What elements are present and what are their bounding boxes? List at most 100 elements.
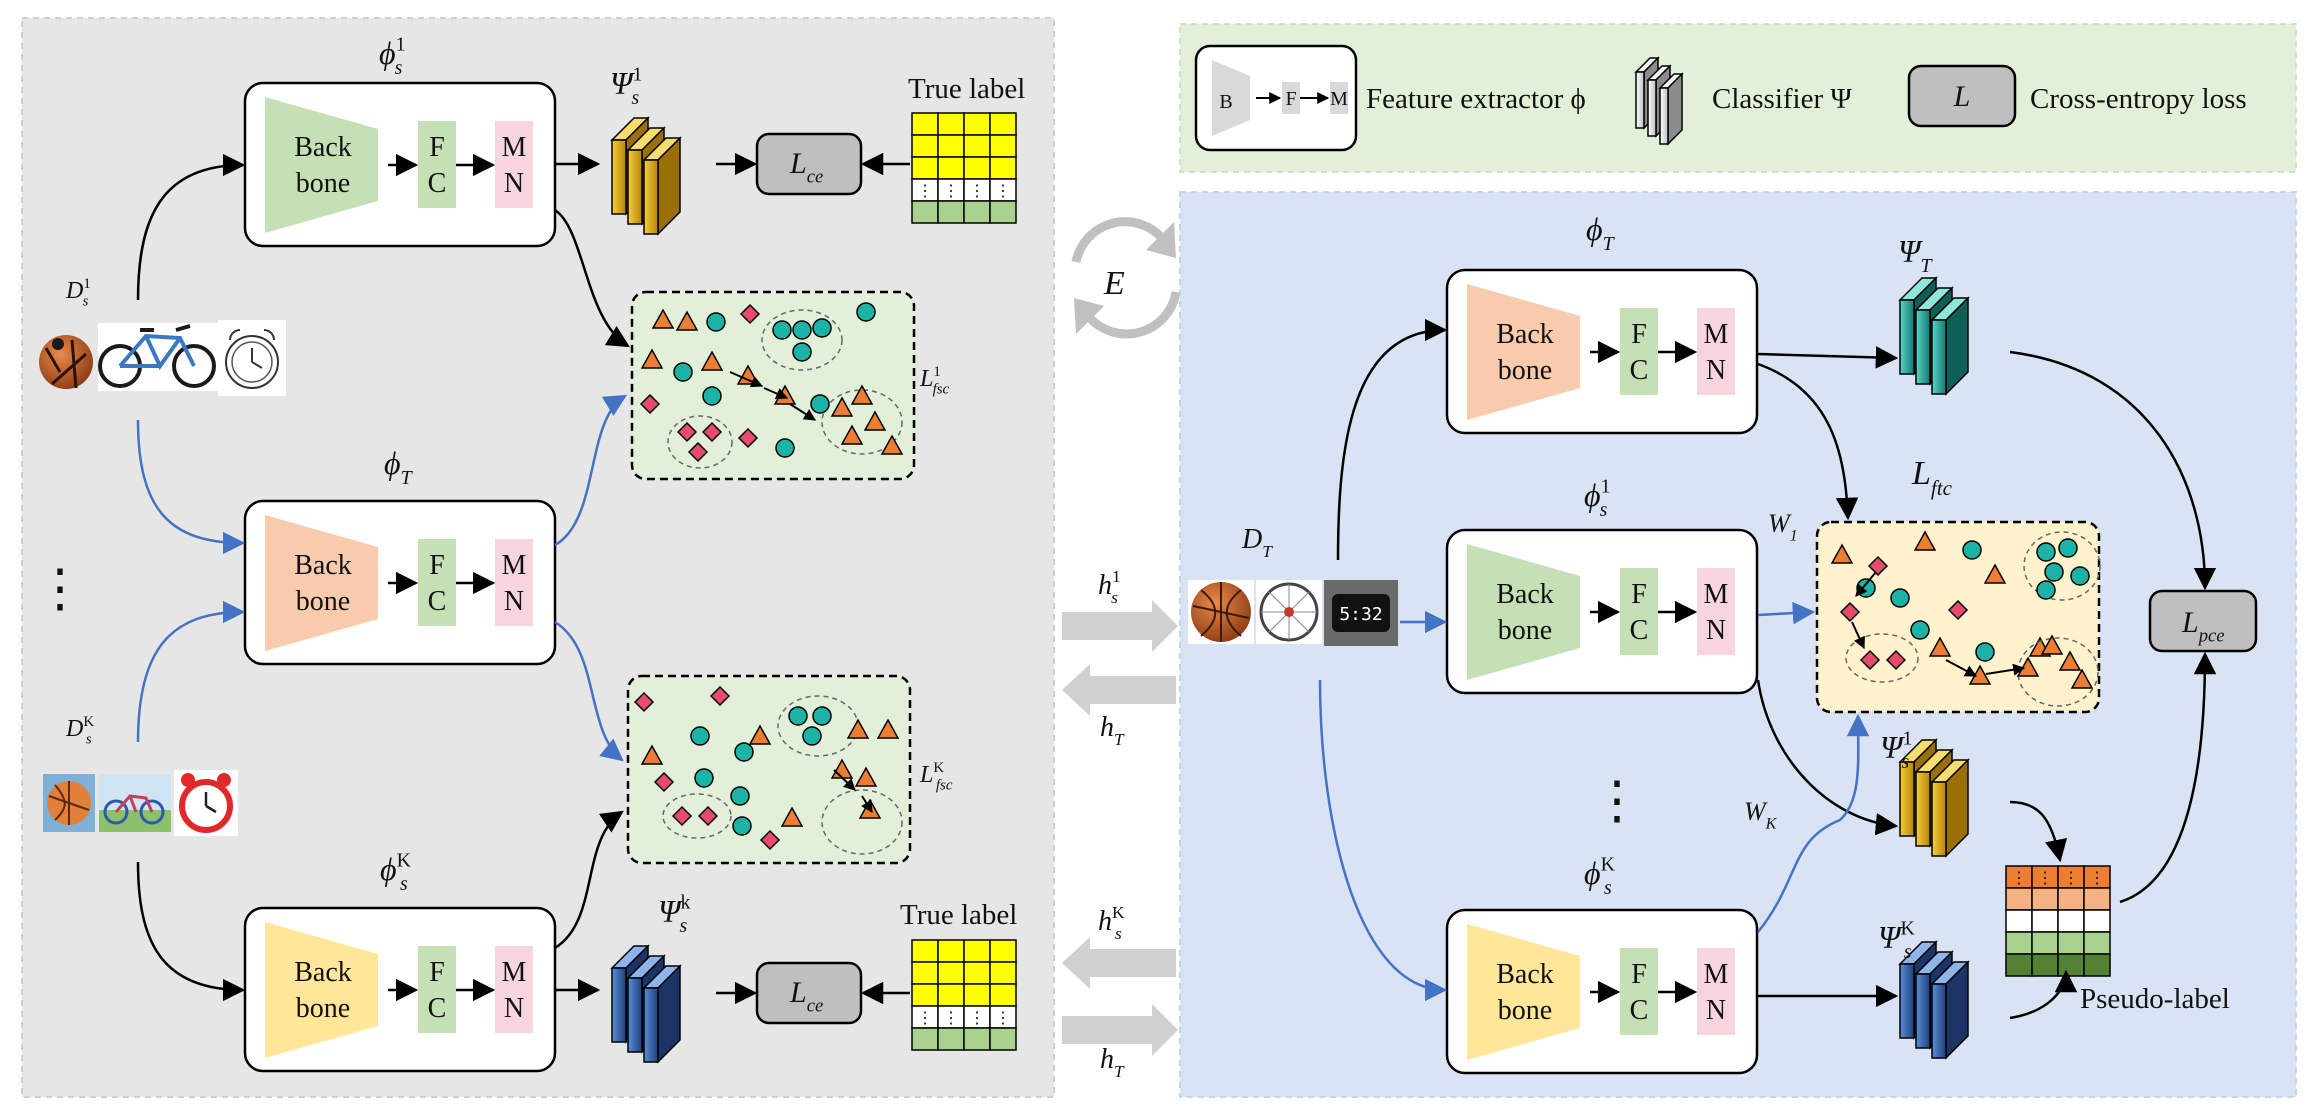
table-cell [937,112,965,136]
h-arrows [1062,600,1178,1056]
arrow-hs1-right [1062,600,1178,652]
label-psi-sk-left-sup: k [681,892,691,914]
label-ht: hT [1100,712,1125,749]
feature-circle [792,342,812,362]
feature-triangle [854,766,878,787]
table-dots: ⋮ [969,1010,985,1027]
feature-circle [812,706,832,726]
cluster-ellipse [821,789,903,855]
label-lfsc-1-sup: 1 [933,364,940,380]
label-phi-s1-left-sup: 1 [396,34,406,56]
label-ds1-base: D [65,278,83,304]
right-source-k-fc-label-1: F [1631,959,1647,990]
left-source-k-mn-label-1: M [502,957,527,988]
feature-diamond [739,303,761,325]
lpce-box [2148,589,2258,653]
label-phi-sk-right-sup: K [1601,854,1616,876]
feature-triangle [2070,668,2094,689]
arrow-psisk-to-pseudo [2009,969,2078,1020]
left-block-target [245,501,555,664]
table-cell [2083,931,2111,955]
feature-triangle [675,310,699,331]
cluster-ellipse [662,793,732,839]
feature-circle [775,438,795,458]
table-dots: ⋮ [917,183,933,200]
feature-circle [2044,562,2064,582]
table-cell [989,200,1017,224]
feature-triangle [2040,634,2064,655]
feature-diamond [1867,555,1889,577]
feature-circle [2070,566,2090,586]
feature-circle [772,320,792,340]
label-phi-t-left-sub: T [401,467,414,489]
table-cell [2057,931,2085,955]
feature-arrow [763,387,789,400]
table-cell [911,200,939,224]
table-cell [911,156,939,180]
feature-arrow [1855,571,1877,597]
backbone-shape [1467,544,1580,680]
clock-display-text: 5:32 [1339,604,1382,625]
right-source-1-fc-label-1: F [1631,579,1647,610]
table-cell [937,1027,965,1051]
legend-feature-extractor-label: Feature extractor ϕ [1366,83,1586,115]
table-cell [963,156,991,180]
table-cell [937,983,965,1007]
right-source-k-fc-label-2: C [1630,995,1649,1026]
table-cell [2005,953,2033,977]
label-lpce: Lpce [2181,606,2225,647]
label-lftc: Lftc [1911,455,1953,500]
feature-circle [1856,578,1876,598]
label-ht-bottom-sub: T [1114,1062,1125,1081]
table-dots: ⋮ [2037,870,2053,887]
backbone-shape [265,97,378,233]
label-lfsc-k-sub: fsc [936,778,953,794]
left-source-1-mn-label-1: M [502,132,527,163]
label-lftc-base: L [1911,455,1931,492]
backbone-shape [1467,924,1580,1060]
table-cell [989,156,1017,180]
arrow-psis1-to-pseudo [2009,800,2068,863]
label-ht-sub: T [1114,730,1125,749]
source-k-images [43,770,238,836]
arrow-dt-to-phit [1336,318,1448,561]
feature-diamond [1885,649,1907,671]
arrow-pseudo-to-lpce [2119,651,2217,904]
feature-arrow [1851,621,1865,650]
arrow-ds1-to-phit [136,419,246,555]
label-e: E [1103,265,1125,302]
feature-diamond [1947,599,1969,621]
true-label-caption-top: True label [908,73,1025,105]
table-cell [2057,909,2085,933]
label-lfsc-1-base: L [919,366,933,392]
feature-triangle [880,434,904,455]
arrow-dsk-to-phit [136,600,246,743]
feature-triangle [840,424,864,445]
left-source-k-mn-label-2: N [504,993,524,1024]
table-dots: ⋮ [969,183,985,200]
feature-circle [730,786,750,806]
left-target-backbone-label-1: Back [294,550,352,581]
backbone-shape [265,922,378,1058]
table-dots: ⋮ [2063,870,2079,887]
label-phi-s1-right-sub: s [1600,499,1608,521]
label-phi-t-right: ϕT [1586,211,1616,255]
legend-ce-loss-label: Cross-entropy loss [2030,83,2247,115]
table-cell [963,983,991,1007]
feature-arrow [1945,659,1978,677]
feature-diamond [701,421,723,443]
table-cell [2031,909,2059,933]
label-lpce-base: L [2181,606,2199,639]
cluster-ellipse [667,415,733,469]
label-ht-bottom-base: h [1100,1044,1114,1075]
left-source-k-fc-label-1: F [429,957,445,988]
label-dt-sub: T [1262,542,1273,561]
left-block-source-1 [245,83,555,246]
label-wk-base: W [1744,797,1768,826]
legend-classifier-icon [1634,56,1684,146]
table-cell [963,134,991,158]
label-psi-s1-left-sub: s [632,87,640,109]
feature-circle [788,706,808,726]
